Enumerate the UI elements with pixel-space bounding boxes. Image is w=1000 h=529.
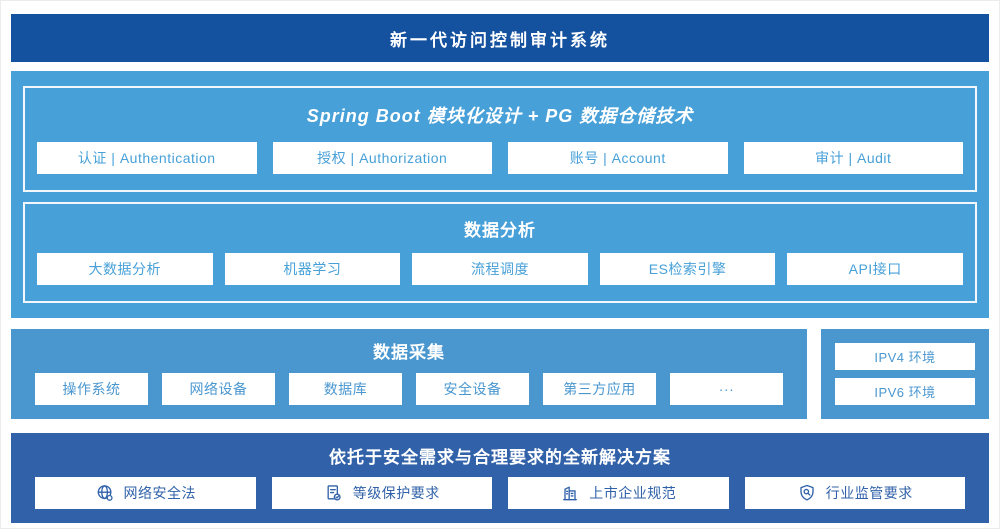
analysis-chip-ml: 机器学习 — [224, 253, 401, 285]
solution-chip-listed-company: 上市企业规范 — [508, 477, 729, 509]
page-title: 新一代访问控制审计系统 — [390, 30, 610, 50]
collection-title: 数据采集 — [373, 343, 445, 362]
solution-chip-label: 行业监管要求 — [825, 485, 913, 501]
collection-section: 数据采集 操作系统 网络设备 数据库 安全设备 第三方应用 ··· — [11, 329, 807, 419]
analysis-chip-es: ES检索引擎 — [599, 253, 776, 285]
modules-box: Spring Boot 模块化设计 + PG 数据仓储技术 认证 | Authe… — [23, 86, 977, 192]
module-chip-audit: 审计 | Audit — [743, 142, 963, 174]
platform-section: Spring Boot 模块化设计 + PG 数据仓储技术 认证 | Authe… — [11, 71, 989, 318]
analysis-chip-bigdata: 大数据分析 — [37, 253, 213, 285]
analysis-title: 数据分析 — [464, 221, 536, 240]
solution-chip-label: 上市企业规范 — [589, 485, 677, 501]
collection-row: 操作系统 网络设备 数据库 安全设备 第三方应用 ··· — [35, 373, 783, 405]
module-chip-account: 账号 | Account — [508, 142, 728, 174]
analysis-row: 大数据分析 机器学习 流程调度 ES检索引擎 API接口 — [37, 253, 963, 285]
environment-panel: IPV4 环境 IPV6 环境 — [821, 329, 989, 419]
collection-chip-database: 数据库 — [289, 373, 402, 405]
collection-chip-security-device: 安全设备 — [416, 373, 529, 405]
collection-chip-thirdparty: 第三方应用 — [543, 373, 656, 405]
solution-title: 依托于安全需求与合理要求的全新解决方案 — [329, 448, 671, 467]
document-check-icon — [324, 483, 344, 503]
env-chip-ipv6: IPV6 环境 — [835, 378, 975, 405]
solution-chip-label: 等级保护要求 — [352, 485, 440, 501]
analysis-box: 数据分析 大数据分析 机器学习 流程调度 ES检索引擎 API接口 — [23, 202, 977, 303]
middle-row: 数据采集 操作系统 网络设备 数据库 安全设备 第三方应用 ··· IPV4 环… — [11, 329, 989, 419]
analysis-chip-api: API接口 — [787, 253, 963, 285]
solution-chip-classified-protection: 等级保护要求 — [271, 477, 492, 509]
solution-chip-industry-regulation: 行业监管要求 — [744, 477, 965, 509]
modules-row: 认证 | Authentication 授权 | Authorization 账… — [37, 142, 963, 174]
title-banner: 新一代访问控制审计系统 — [11, 14, 989, 62]
module-chip-authentication: 认证 | Authentication — [37, 142, 257, 174]
building-icon — [560, 483, 580, 503]
env-chip-ipv4: IPV4 环境 — [835, 343, 975, 370]
solution-chip-label: 网络安全法 — [123, 485, 196, 501]
module-chip-authorization: 授权 | Authorization — [272, 142, 492, 174]
collection-chip-more: ··· — [670, 373, 783, 405]
solution-row: 网络安全法 等级保护要求 — [35, 477, 965, 509]
modules-title: Spring Boot 模块化设计 + PG 数据仓储技术 — [306, 106, 694, 126]
solution-chip-cybersecurity-law: 网络安全法 — [35, 477, 256, 509]
analysis-chip-workflow: 流程调度 — [412, 253, 588, 285]
globe-icon — [95, 483, 115, 503]
shield-search-icon — [797, 483, 817, 503]
collection-chip-network-device: 网络设备 — [162, 373, 275, 405]
solution-section: 依托于安全需求与合理要求的全新解决方案 网络安全法 — [11, 433, 989, 523]
collection-chip-os: 操作系统 — [35, 373, 148, 405]
